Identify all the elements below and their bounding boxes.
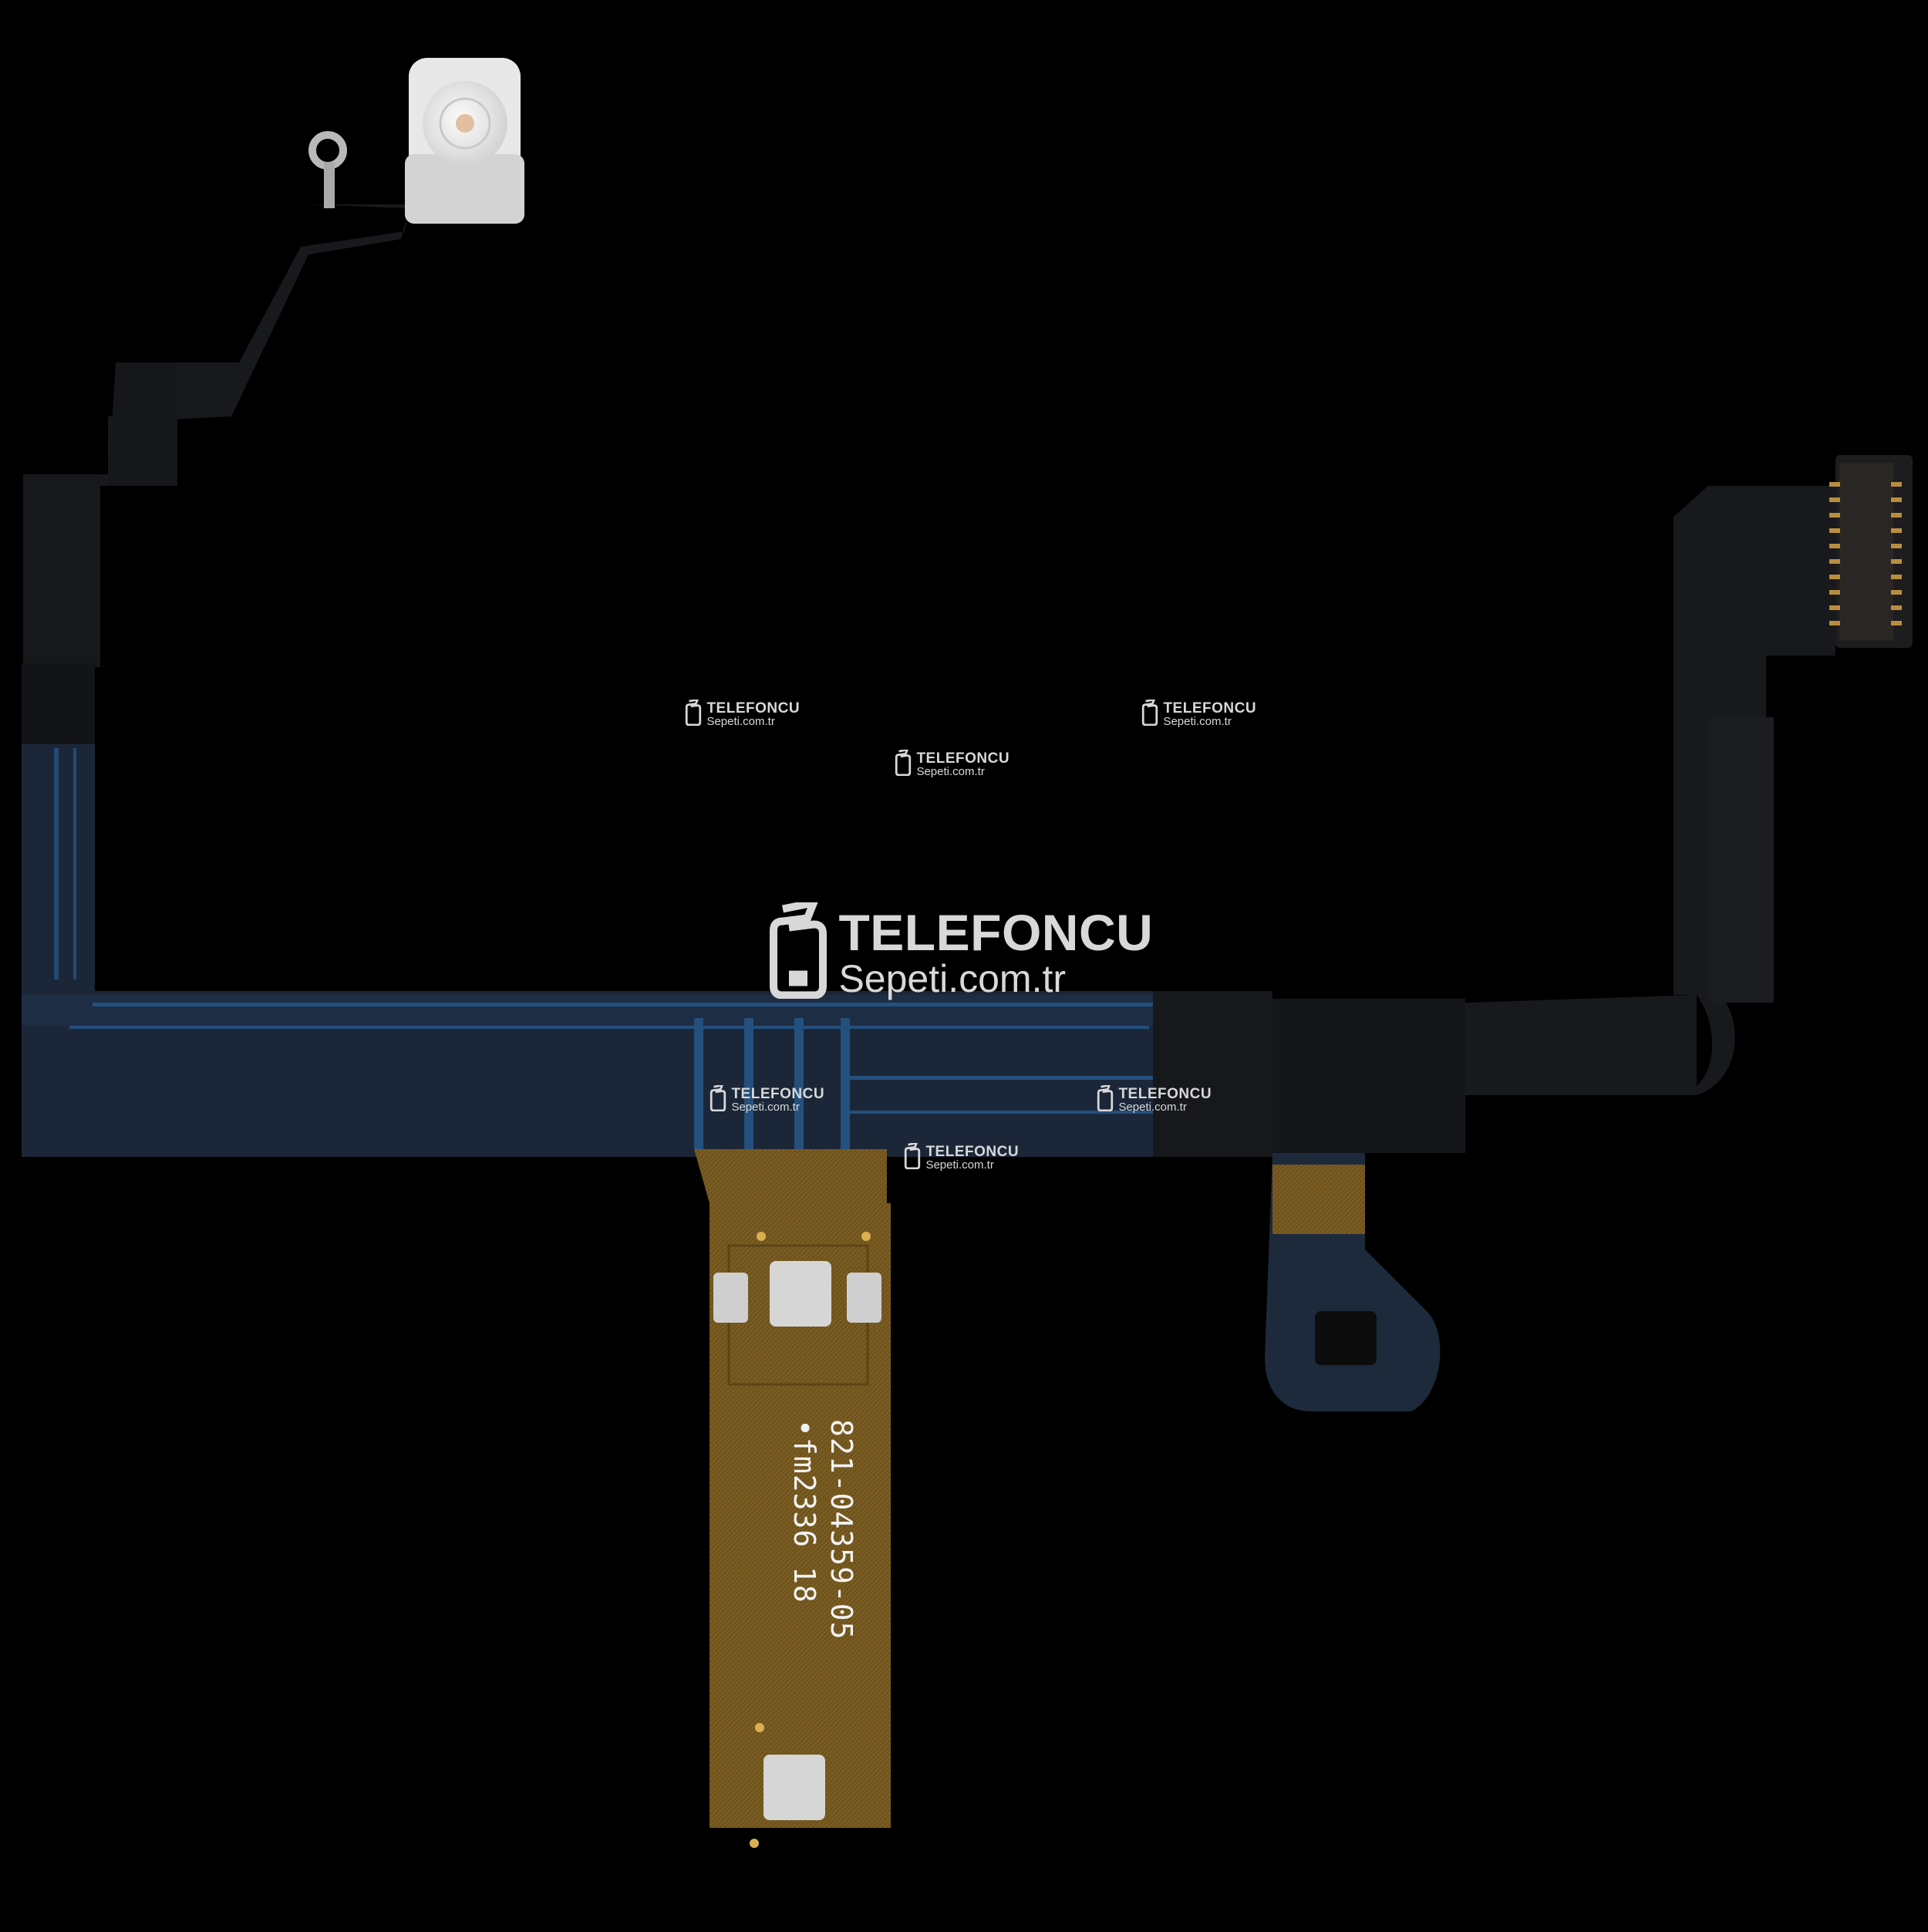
watermark-phone-icon (710, 1084, 726, 1114)
flex-main-horizontal (22, 991, 1697, 1157)
part-number-label: 821-04359-05 •fm2336 18 (786, 1419, 860, 1640)
watermark-phone-icon (1141, 698, 1158, 729)
flex-upper-left-arm (22, 204, 409, 748)
microphone-flex (1265, 1153, 1441, 1411)
date-code: •fm2336 18 (787, 1419, 821, 1603)
watermark-domain: Sepeti.com.tr (838, 957, 1067, 1000)
flex-left-vertical (22, 744, 95, 991)
watermark-phone-icon (895, 748, 912, 779)
part-number: 821-04359-05 (824, 1419, 858, 1640)
contact-pads (713, 1232, 881, 1848)
screw-bracket (308, 131, 347, 208)
board-connector (1829, 455, 1913, 648)
watermark-brand: TELEFONCU (838, 904, 1154, 961)
watermark-phone-icon (685, 698, 702, 729)
watermark-phone-icon (904, 1141, 921, 1172)
led-flash-module (405, 58, 524, 224)
watermark-phone-icon (767, 897, 829, 1002)
watermark-phone-icon (1097, 1084, 1114, 1114)
watermark-large: TELEFONCU Sepeti.com.tr (767, 897, 1154, 1002)
